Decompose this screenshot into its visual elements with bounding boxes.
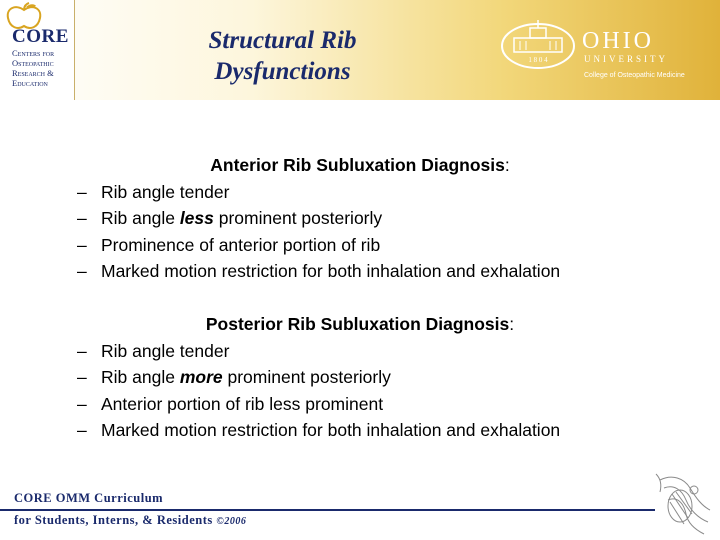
item-text: Marked motion restriction for both inhal… [101,261,561,281]
core-logo: CORE Centers for Osteopathic Research & … [0,0,75,100]
footer-curriculum: CORE OMM Curriculum [14,491,164,505]
bullet-dash: – [77,340,87,361]
bullet-dash: – [77,234,87,255]
footer-audience-text: for Students, Interns, & Residents [14,513,217,527]
item-text: Prominence of anterior portion of rib [101,234,381,255]
posterior-diagnosis-list: –Rib angle tender –Rib angle more promin… [70,338,650,444]
apple-icon [6,2,42,29]
footer-copyright: ©2006 [216,516,247,527]
item-emphasis: less [179,208,214,228]
list-item: –Rib angle tender [77,338,650,365]
anterior-diagnosis-list: –Rib angle tender –Rib angle less promin… [70,179,650,285]
footer-audience: for Students, Interns, & Residents ©2006 [14,513,246,528]
title-line: Structural Rib [208,27,357,54]
core-subtitle-line: Research & [12,68,54,78]
ohio-seal-icon: 1 8 0 4 [501,20,575,69]
core-subtitle-line: Education [12,78,48,88]
core-wordmark: CORE [12,26,69,47]
list-item: –Rib angle tender [77,179,650,206]
title-line: Dysfunctions [214,58,351,85]
section-spacer [70,285,650,312]
list-item: –Marked motion restriction for both inha… [77,417,650,444]
item-text: Rib angle tender [101,340,230,361]
footer-divider [0,509,655,511]
section-heading-posterior: Posterior Rib Subluxation Diagnosis: [70,311,650,338]
section-heading-colon: : [504,155,510,175]
item-text: Anterior portion of rib less prominent [101,393,384,414]
bullet-dash: – [77,393,87,414]
bullet-dash: – [77,420,87,440]
item-text: Rib angle tender [101,181,230,202]
ohio-university-label: UNIVERSITY [584,54,668,64]
section-heading-colon: : [509,314,515,334]
list-item: –Prominence of anterior portion of rib [77,232,650,259]
seal-year: 1 8 0 4 [528,56,548,64]
section-heading-text: Anterior Rib Subluxation Diagnosis [210,155,505,175]
ohio-wordmark: OHIO [582,28,654,54]
item-text-after: prominent posteriorly [222,367,391,387]
section-heading-anterior: Anterior Rib Subluxation Diagnosis: [70,152,650,179]
list-item: –Anterior portion of rib less prominent [77,391,650,418]
section-heading-text: Posterior Rib Subluxation Diagnosis [205,314,510,334]
item-emphasis: more [179,367,223,387]
slide-content: Anterior Rib Subluxation Diagnosis: –Rib… [70,152,650,444]
bullet-dash: – [77,208,87,228]
item-text-after: prominent posteriorly [213,208,383,228]
bullet-dash: – [77,181,87,202]
core-subtitle-line: Centers for [12,48,55,58]
item-text: Marked motion restriction for both inhal… [101,420,561,440]
item-text: Rib angle [101,367,180,387]
bullet-dash: – [77,367,87,387]
slide-title: Structural Rib Dysfunctions [150,25,415,87]
list-item: –Marked motion restriction for both inha… [77,258,650,285]
slide-header: CORE Centers for Osteopathic Research & … [0,0,720,100]
ohio-college-label: College of Osteopathic Medicine [584,72,685,79]
core-subtitle-line: Osteopathic [12,58,54,68]
skeleton-sketch-icon [655,473,711,535]
item-text: Rib angle [101,208,180,228]
list-item: –Rib angle less prominent posteriorly [77,205,650,232]
core-subtitle: Centers for Osteopathic Research & Educa… [12,48,72,88]
bullet-dash: – [77,261,87,281]
list-item: –Rib angle more prominent posteriorly [77,364,650,391]
